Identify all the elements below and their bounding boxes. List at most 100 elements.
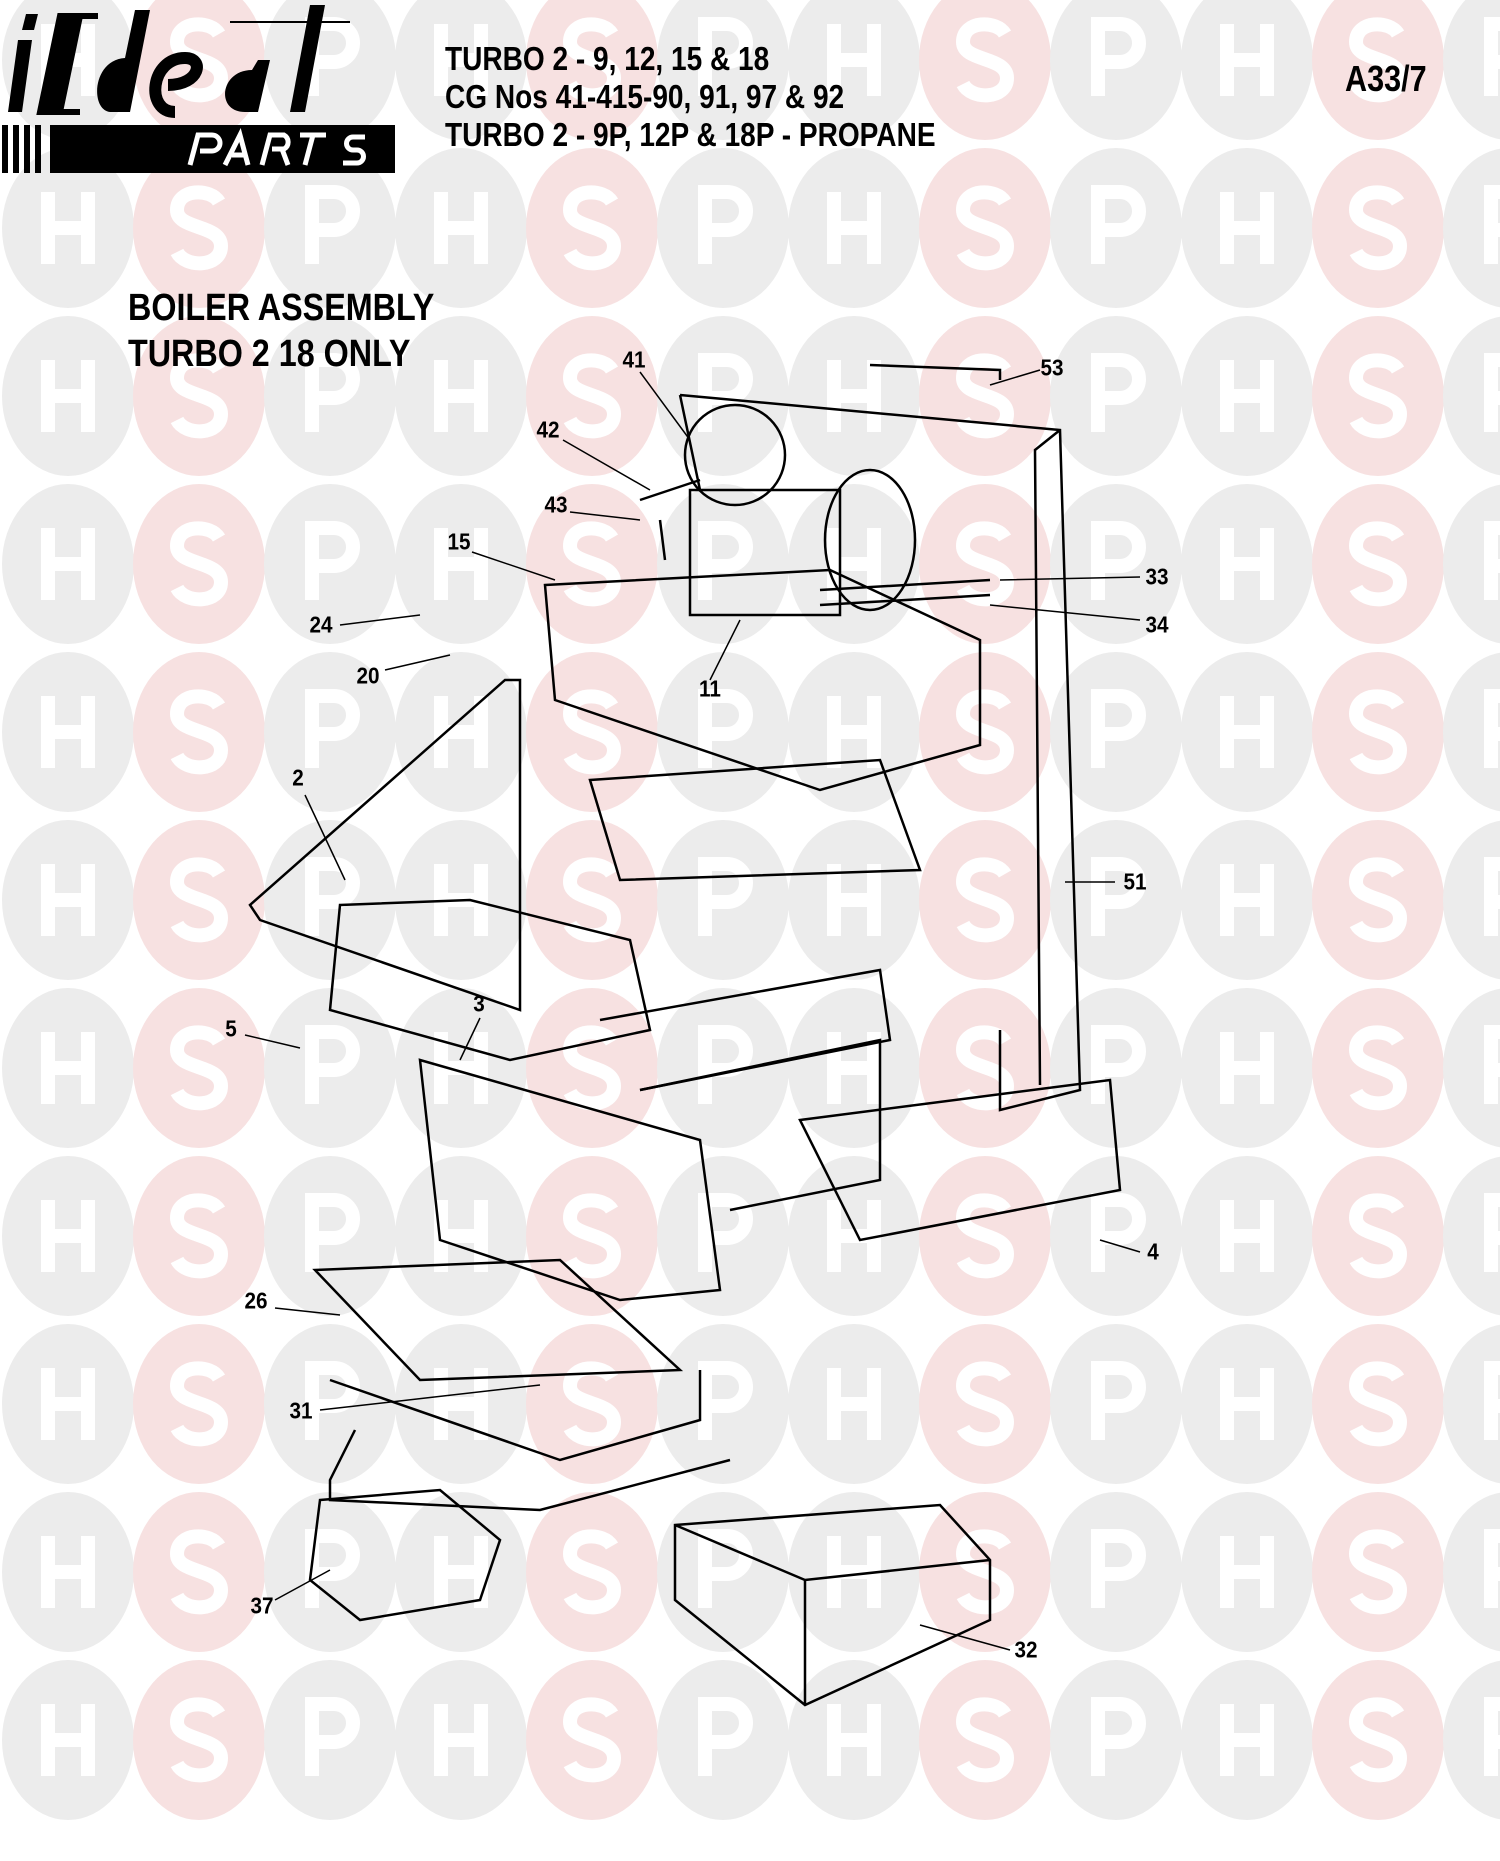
watermark-circle [788,0,920,140]
watermark-letter-shape [1220,1200,1274,1272]
model-line: TURBO 2 - 9P, 12P & 18P - PROPANE [445,116,936,153]
watermark-letter-shape [698,1361,753,1440]
watermark-letter-shape [41,192,95,264]
watermark-letter-shape [562,521,622,607]
control-box [673,1503,992,1707]
watermark-letter-shape [955,1025,1015,1111]
watermark-letter-shape [1220,192,1274,264]
watermark-letter-shape [698,185,753,264]
watermark-letter-shape [955,185,1015,271]
callout-41: 41 [622,346,646,373]
watermark-letter-shape [698,1193,753,1272]
watermark-letter-shape [41,1704,95,1776]
watermark-letter-shape [827,1704,881,1776]
watermark-letter-shape [1091,1361,1146,1440]
callout-11: 11 [699,675,721,702]
watermark-letter-shape [955,17,1015,103]
watermark-letter-shape [41,1032,95,1104]
watermark-letter-shape [305,1529,360,1608]
watermark-letter-shape [827,1200,881,1272]
left-side-panel [248,678,522,1012]
watermark-letter-shape [1091,1697,1146,1776]
section-heading: BOILER ASSEMBLY TURBO 2 18 ONLY [128,285,434,377]
watermark-letter-shape [1348,1193,1408,1279]
callout-3: 3 [473,990,485,1017]
watermark-letter-shape [169,353,229,439]
watermark-letter-shape [305,1025,360,1104]
callout-4: 4 [1147,1238,1159,1265]
watermark-letter-shape [1348,521,1408,607]
callout-15: 15 [447,528,471,555]
watermark-letter-shape [698,857,753,936]
callout-43: 43 [544,491,568,518]
watermark-letter-shape [305,689,360,768]
watermark-letter-shape [169,1697,229,1783]
watermark-letter-shape [41,864,95,936]
watermark-letter-shape [562,857,622,943]
watermark-letter-shape [434,1704,488,1776]
watermark-circle [1312,0,1444,140]
watermark-letter-shape [305,185,360,264]
ideal-parts-logo [2,5,395,173]
watermark-letter-shape [562,1529,622,1615]
watermark-circle [1050,0,1182,140]
watermark-letter-shape [698,521,753,600]
watermark-letter-shape [1348,353,1408,439]
watermark-letter-shape [41,360,95,432]
callout-33: 33 [1145,563,1169,590]
heat-exchanger [328,898,1122,1302]
watermark-letter-shape [827,1368,881,1440]
watermark-letter-shape [1091,1025,1146,1104]
watermark-letter-shape [305,857,360,936]
watermark-letter-shape [698,353,753,432]
watermark-letter-shape [698,17,753,96]
watermark-circle [919,0,1051,140]
watermark-letter-shape [41,1536,95,1608]
watermark-letter-shape [1220,864,1274,936]
watermark-letter-shape [169,1025,229,1111]
callout-42: 42 [536,416,560,443]
watermark-letter-shape [1348,689,1408,775]
watermark-letter-shape [827,696,881,768]
combustion-box [543,568,982,882]
watermark-letter-shape [305,17,360,96]
section-title: BOILER ASSEMBLY [128,287,435,329]
watermark-letter-shape [827,864,881,936]
watermark-letter-shape [827,192,881,264]
watermark-letter-shape [434,192,488,264]
watermark-letter-shape [1348,1697,1408,1783]
callout-34: 34 [1145,611,1169,638]
watermark-letter-shape [1220,696,1274,768]
watermark-letter-shape [305,1361,360,1440]
model-title-block: TURBO 2 - 9, 12, 15 & 18 CG Nos 41-415-9… [445,40,936,154]
watermark-letter-shape [1348,1361,1408,1447]
watermark-letter-shape [1091,521,1146,600]
model-line: CG Nos 41-415-90, 91, 97 & 92 [445,78,845,115]
watermark-letter-shape [562,1361,622,1447]
watermark-letter-shape [169,1529,229,1615]
watermark-letter-shape [41,528,95,600]
watermark-letter-shape [41,696,95,768]
watermark-letter-shape [1348,857,1408,943]
model-line: TURBO 2 - 9, 12, 15 & 18 [445,40,770,77]
watermark-letter-shape [955,1193,1015,1279]
callout-26: 26 [244,1287,268,1314]
watermark-letter-shape [698,1697,753,1776]
callout-37: 37 [250,1592,274,1619]
fan-assembly [639,403,991,617]
callout-32: 32 [1014,1636,1038,1663]
watermark-letter-shape [169,1193,229,1279]
watermark-letter-shape [562,353,622,439]
watermark-letter-shape [1091,17,1146,96]
watermark-letter-shape [1348,1025,1408,1111]
watermark-letter-shape [827,360,881,432]
watermark-letter-shape [41,1368,95,1440]
watermark-letter-shape [562,1697,622,1783]
watermark-circle [657,0,789,140]
watermark-letter-shape [1348,1529,1408,1615]
watermark-letter-shape [169,1361,229,1447]
watermark-letter-shape [1348,17,1408,103]
watermark-letter-shape [41,1200,95,1272]
